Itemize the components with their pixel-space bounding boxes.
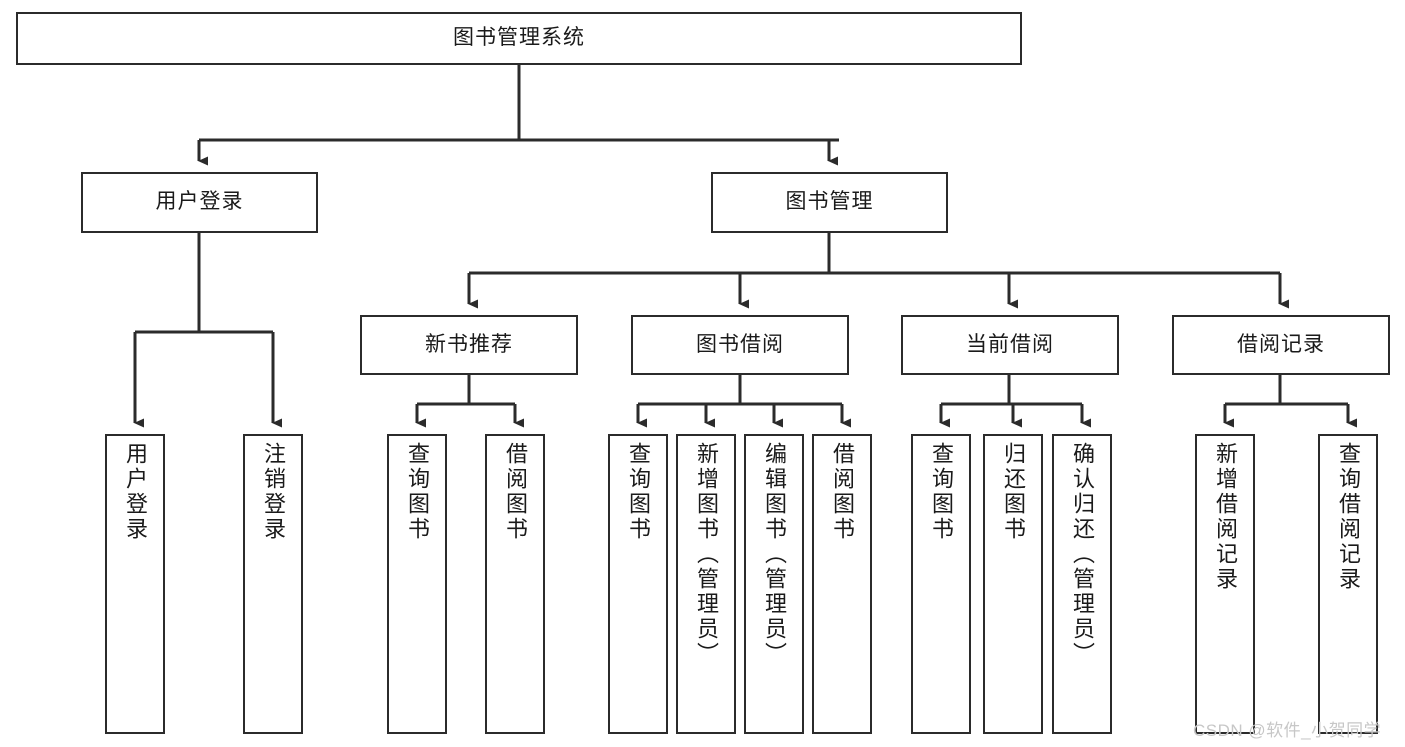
node-leaf-add-book-admin[interactable]: 新增图书（管理员） [676, 434, 736, 734]
node-leaf-user-login[interactable]: 用户登录 [105, 434, 165, 734]
node-leaf-borrow-book-2[interactable]: 借阅图书 [812, 434, 872, 734]
node-leaf-user-logout-label: 注销登录 [261, 442, 286, 542]
node-leaf-borrow-book-2-label: 借阅图书 [830, 442, 855, 542]
node-leaf-edit-book-admin-label: 编辑图书（管理员） [762, 442, 787, 667]
node-book-borrow-label: 图书借阅 [696, 332, 784, 356]
node-book-manage[interactable]: 图书管理 [711, 172, 948, 233]
node-leaf-borrow-book-1[interactable]: 借阅图书 [485, 434, 545, 734]
node-root-label: 图书管理系统 [453, 26, 585, 50]
node-leaf-edit-book-admin[interactable]: 编辑图书（管理员） [744, 434, 804, 734]
node-new-book-recommend-label: 新书推荐 [425, 332, 513, 356]
node-current-borrow-label: 当前借阅 [966, 332, 1054, 356]
node-leaf-query-borrow-record[interactable]: 查询借阅记录 [1318, 434, 1378, 734]
node-new-book-recommend[interactable]: 新书推荐 [360, 315, 578, 375]
node-leaf-borrow-book-1-label: 借阅图书 [503, 442, 528, 542]
node-book-borrow[interactable]: 图书借阅 [631, 315, 849, 375]
node-borrow-record-label: 借阅记录 [1237, 332, 1325, 356]
node-leaf-confirm-return-admin[interactable]: 确认归还（管理员） [1052, 434, 1112, 734]
node-user-login[interactable]: 用户登录 [81, 172, 318, 233]
node-leaf-return-book[interactable]: 归还图书 [983, 434, 1043, 734]
node-leaf-user-login-label: 用户登录 [123, 442, 148, 542]
node-leaf-add-book-admin-label: 新增图书（管理员） [694, 442, 719, 667]
node-borrow-record[interactable]: 借阅记录 [1172, 315, 1390, 375]
node-leaf-query-borrow-record-label: 查询借阅记录 [1336, 442, 1361, 592]
node-user-login-label: 用户登录 [155, 190, 244, 214]
node-leaf-query-book-3-label: 查询图书 [929, 442, 954, 542]
node-root[interactable]: 图书管理系统 [16, 12, 1022, 65]
node-leaf-query-book-1[interactable]: 查询图书 [387, 434, 447, 734]
node-leaf-add-borrow-record-label: 新增借阅记录 [1213, 442, 1238, 592]
node-leaf-query-book-1-label: 查询图书 [405, 442, 430, 542]
node-leaf-add-borrow-record[interactable]: 新增借阅记录 [1195, 434, 1255, 734]
node-leaf-query-book-2-label: 查询图书 [626, 442, 651, 542]
node-leaf-query-book-2[interactable]: 查询图书 [608, 434, 668, 734]
node-leaf-return-book-label: 归还图书 [1001, 442, 1026, 542]
node-leaf-query-book-3[interactable]: 查询图书 [911, 434, 971, 734]
node-leaf-user-logout[interactable]: 注销登录 [243, 434, 303, 734]
node-leaf-confirm-return-admin-label: 确认归还（管理员） [1070, 442, 1095, 667]
node-current-borrow[interactable]: 当前借阅 [901, 315, 1119, 375]
node-book-manage-label: 图书管理 [785, 190, 874, 214]
